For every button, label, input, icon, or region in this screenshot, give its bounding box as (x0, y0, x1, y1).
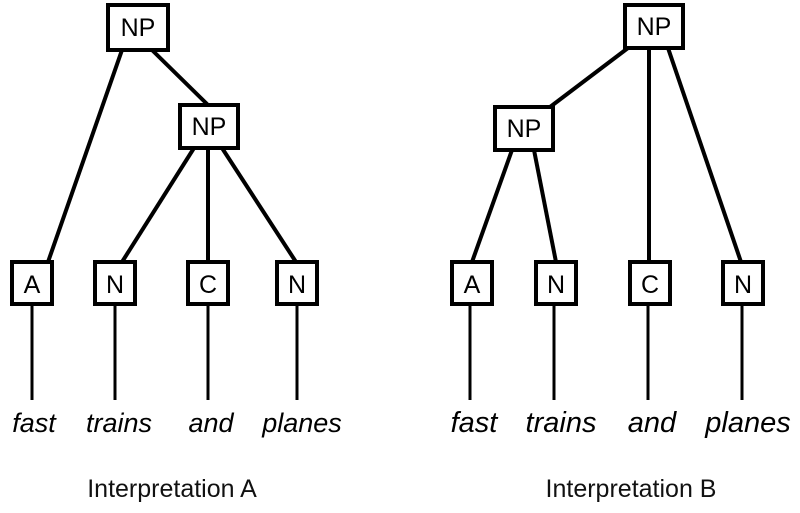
word-a-word-3: and (188, 408, 234, 438)
word-a-word-1: fast (12, 408, 57, 438)
tree-edge-a-root-to-a-leaf-1 (46, 49, 124, 263)
node-box-a-leaf-4 (275, 260, 319, 306)
tree-edge-a-root-to-a-np2 (150, 48, 210, 107)
tree-edge-b-root-to-b-np2 (548, 46, 630, 109)
node-label-b-leaf-3: C (641, 271, 659, 299)
word-a-word-2: trains (86, 408, 152, 438)
node-box-b-np2 (493, 105, 555, 152)
node-label-b-root: NP (637, 13, 672, 41)
node-label-a-leaf-2: N (106, 271, 124, 299)
node-label-b-leaf-1: A (464, 271, 481, 299)
caption-interpretation-b: Interpretation B (546, 475, 717, 503)
node-box-a-leaf-2 (93, 260, 137, 306)
caption-interpretation-a: Interpretation A (87, 475, 257, 503)
node-box-b-root (623, 3, 685, 50)
node-box-b-leaf-1 (450, 260, 494, 306)
node-label-a-leaf-4: N (288, 271, 306, 299)
node-box-b-leaf-2 (534, 260, 578, 306)
node-label-a-root: NP (121, 14, 156, 42)
tree-edge-b-np2-to-b-leaf-2 (532, 149, 558, 263)
word-b-word-3: and (628, 407, 677, 439)
node-box-a-leaf-3 (186, 260, 230, 306)
word-a-word-4: planes (261, 408, 342, 438)
node-box-a-np2 (178, 103, 240, 150)
node-box-b-leaf-3 (628, 260, 672, 306)
node-box-b-leaf-4 (721, 260, 765, 306)
node-label-b-leaf-2: N (547, 271, 565, 299)
tree-edge-a-np2-to-a-leaf-4 (220, 146, 298, 264)
node-box-a-root (106, 3, 170, 52)
tree-edge-b-root-to-b-leaf-4 (666, 47, 743, 263)
word-b-word-2: trains (526, 407, 597, 439)
node-label-a-leaf-3: C (199, 271, 217, 299)
node-label-a-leaf-1: A (24, 271, 41, 299)
node-label-b-leaf-4: N (734, 271, 752, 299)
tree-edge-b-np2-to-b-leaf-1 (470, 149, 514, 263)
node-label-b-np2: NP (507, 115, 542, 143)
word-b-word-4: planes (704, 407, 790, 439)
node-label-a-np2: NP (192, 113, 227, 141)
word-b-word-1: fast (451, 407, 500, 439)
tree-edge-a-np2-to-a-leaf-2 (120, 146, 196, 264)
node-box-a-leaf-1 (10, 260, 54, 306)
